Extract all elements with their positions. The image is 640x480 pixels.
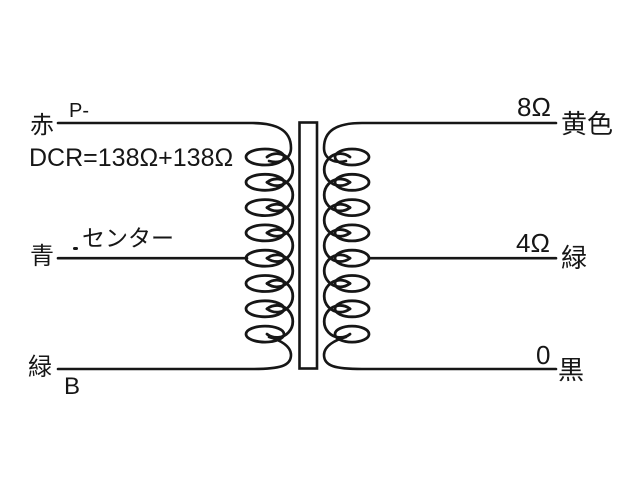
secondary-top-wire — [322, 121, 558, 164]
primary-bottom-pin-label: B — [64, 373, 81, 400]
secondary-bottom-impedance-label: 0 — [536, 340, 551, 370]
transformer-core — [298, 121, 319, 370]
dcr-note: DCR=138Ω+138Ω — [29, 144, 234, 172]
primary-winding — [244, 147, 295, 344]
secondary-bottom-wire-color-label: 黒 — [558, 355, 585, 385]
secondary-bottom-wire — [322, 335, 558, 371]
secondary-center-wire-color-label: 緑 — [561, 243, 588, 273]
secondary-top-impedance-label: 8Ω — [517, 92, 551, 122]
tick-mark — [73, 247, 78, 250]
secondary-winding — [322, 147, 371, 344]
primary-top-pin-label: P- — [69, 100, 89, 122]
secondary-center-impedance-label: 4Ω — [516, 228, 550, 258]
center-tap-label: センター — [82, 225, 174, 251]
primary-center-wire-color-label: 青 — [30, 243, 54, 270]
primary-top-wire-color-label: 赤 — [30, 112, 54, 139]
primary-bottom-wire-color-label: 緑 — [28, 354, 52, 381]
secondary-top-wire-color-label: 黄色 — [561, 109, 614, 139]
